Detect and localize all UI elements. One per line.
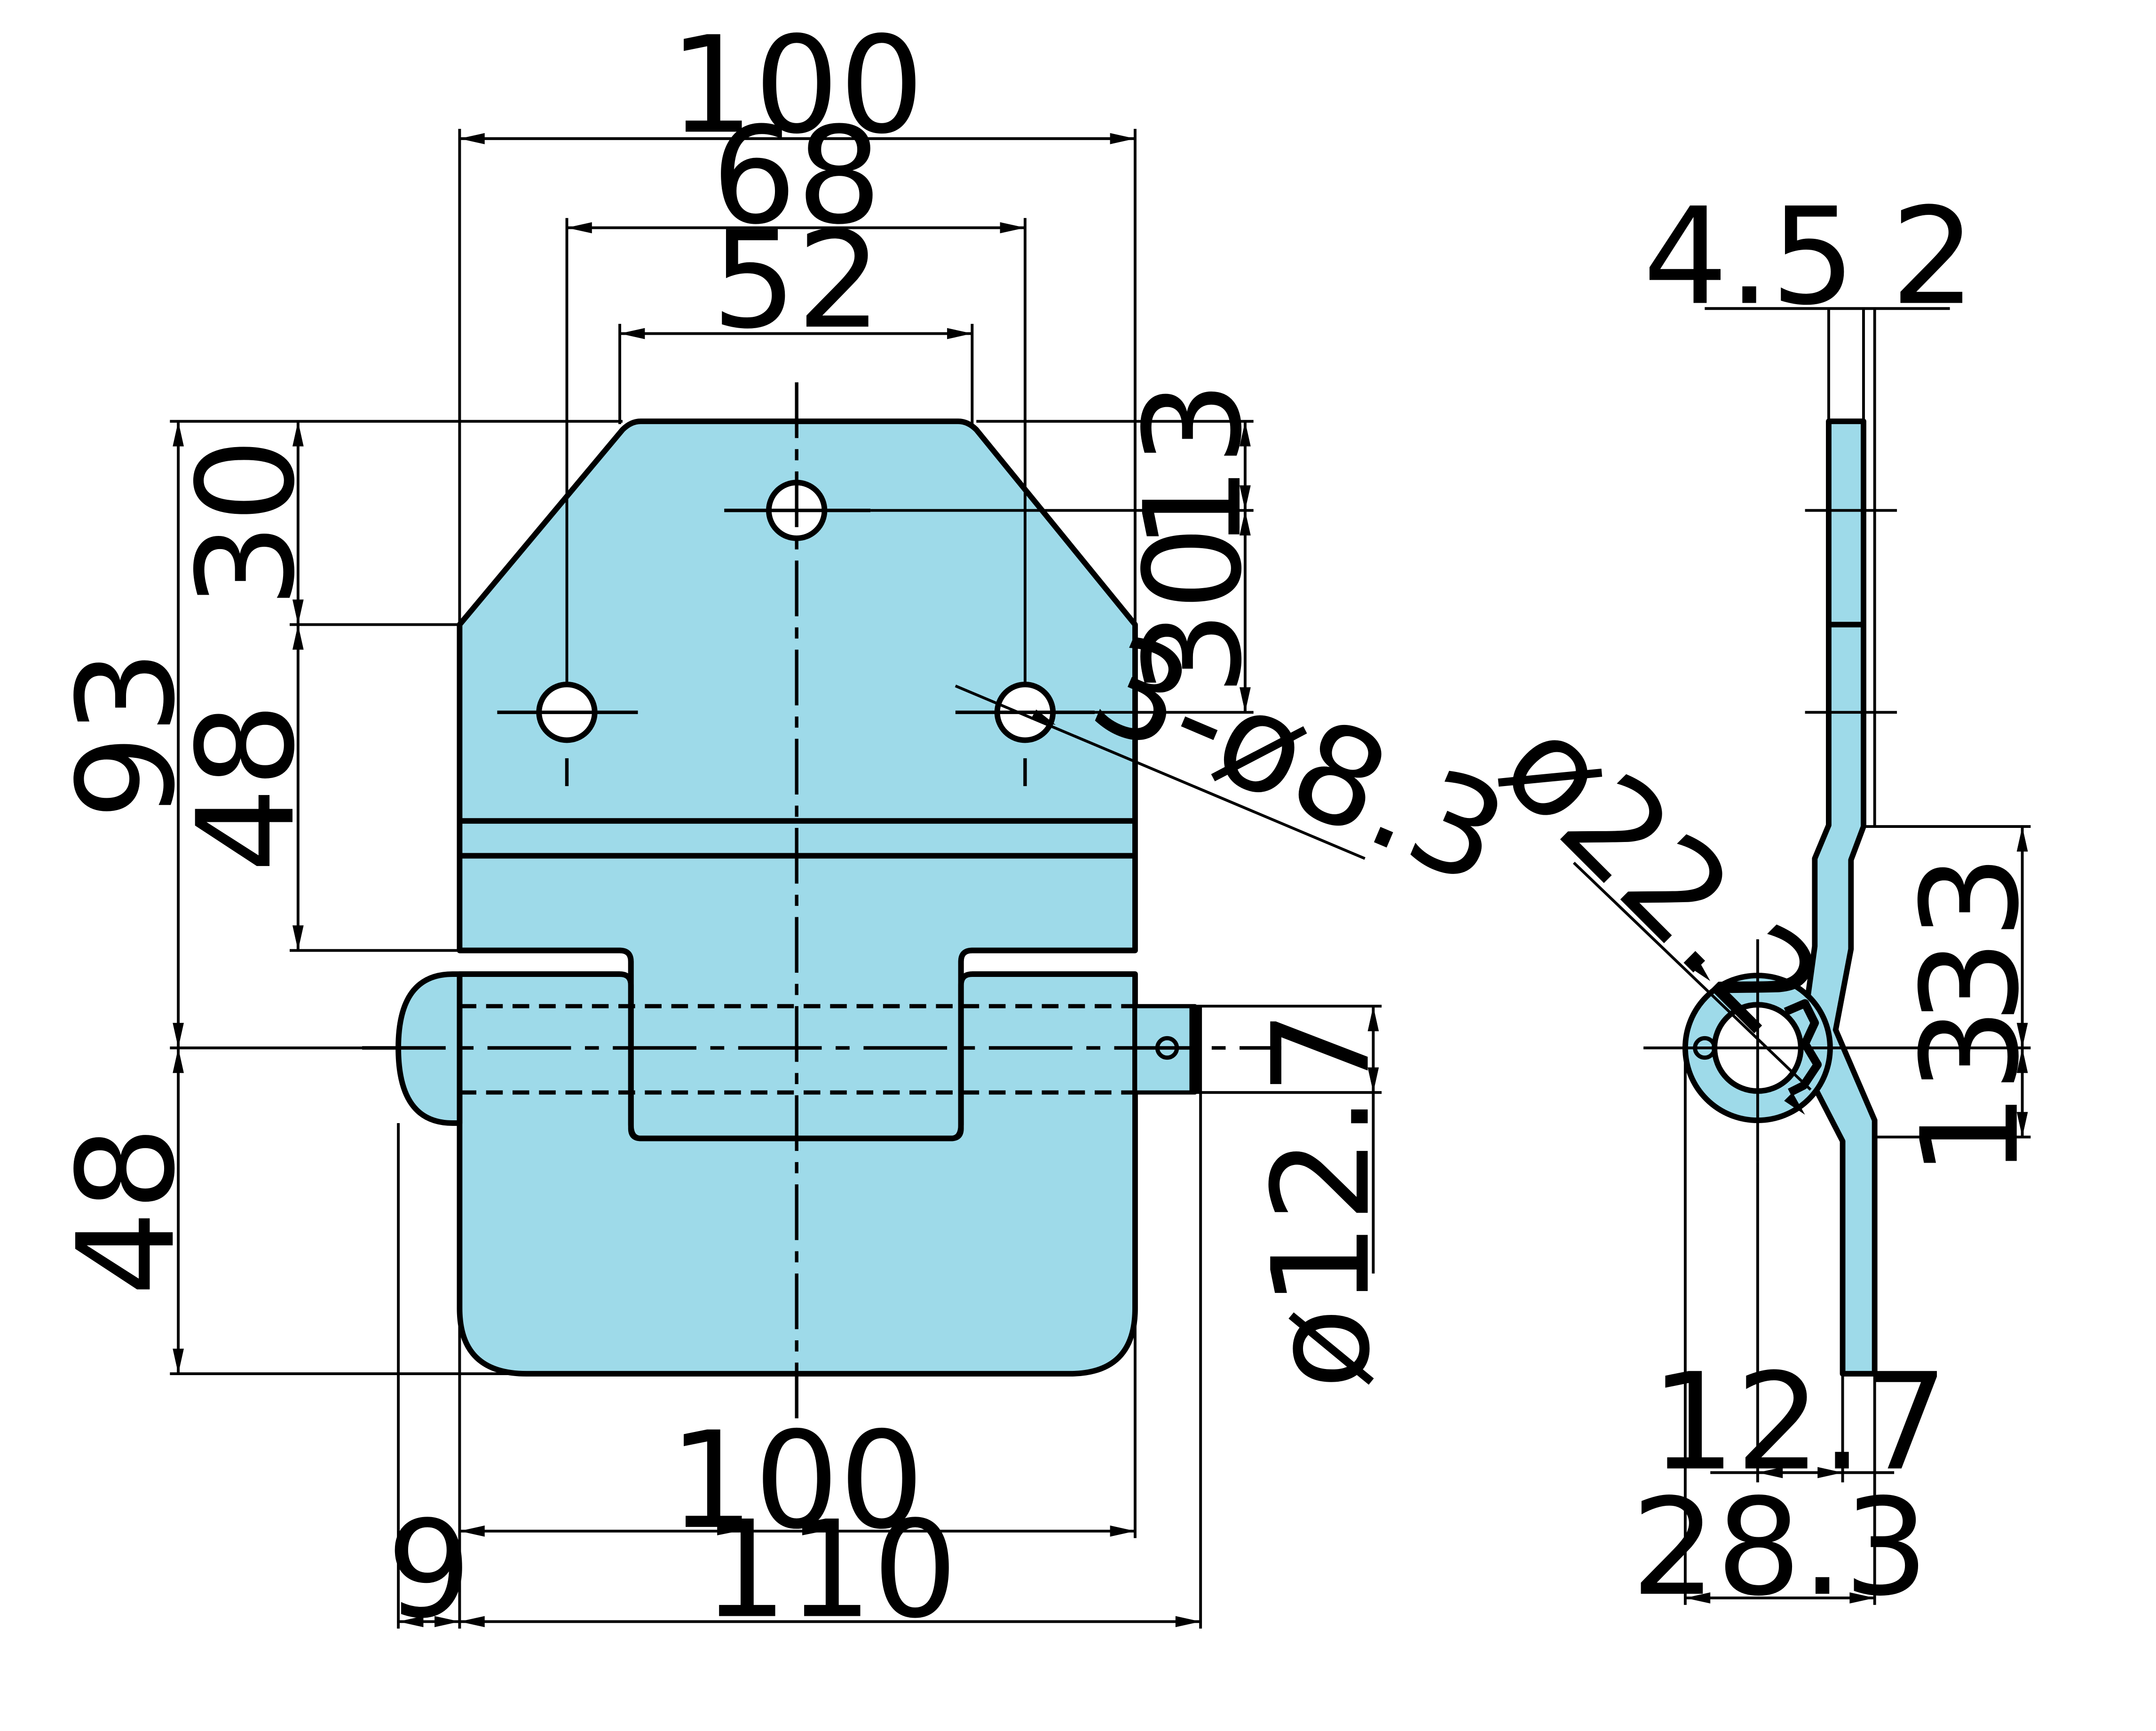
dim-pin-diameter: ø12.7 — [1244, 1010, 1400, 1389]
dim-top-width: 100 — [669, 8, 924, 164]
side-view — [1643, 418, 1897, 1377]
dim-bottom-width: 100 — [669, 1403, 924, 1559]
dim-side-thickness-right: 2 — [1891, 179, 1976, 335]
front-dimensions — [170, 129, 1382, 1629]
dim-side-pin: 12.7 — [1651, 1345, 1948, 1500]
dim-upper-hole-leaf: 48 — [169, 702, 324, 873]
side-spring-mark — [1784, 999, 1822, 1096]
dim-knuckle-diameter: ø22.2 — [1473, 687, 1851, 1066]
dim-lower-leaf: 48 — [49, 1126, 205, 1296]
dim-holes: 3-ø8.3 — [1072, 606, 1527, 916]
dim-top-flat: 52 — [711, 203, 882, 359]
dim-hole-span: 68 — [711, 99, 882, 254]
dim-overall-length: 110 — [703, 1492, 958, 1648]
centerlines — [362, 382, 1281, 1438]
side-leaf-profile — [1796, 418, 1878, 1377]
side-arrowheads — [1685, 826, 2028, 1604]
front-arrowheads — [173, 133, 1379, 1628]
dim-hole-row-spacing: 30 — [1116, 526, 1271, 696]
dim-overall-height: 93 — [49, 650, 205, 820]
front-view — [362, 382, 1281, 1438]
dim-upper-chamfer: 30 — [169, 438, 324, 608]
dim-knuckle-overhang: 9 — [387, 1492, 472, 1648]
dim-offset-13: 13 — [1893, 1007, 2049, 1178]
dim-offset-33: 33 — [1893, 854, 2049, 1024]
dim-top-to-hole: 13 — [1116, 381, 1271, 551]
dim-side-thickness-left: 4.5 — [1643, 179, 1856, 335]
dim-side-depth: 28.3 — [1631, 1470, 1929, 1626]
